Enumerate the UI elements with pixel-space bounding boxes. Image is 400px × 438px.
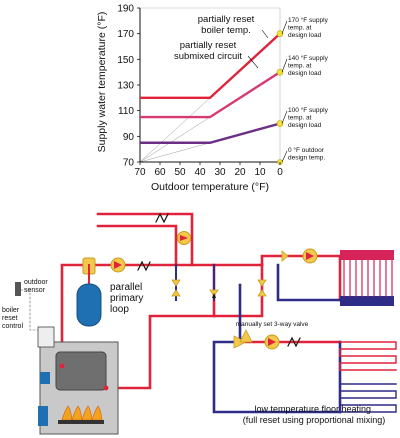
leader-outdoor: [281, 150, 288, 163]
check-valve-floor: [287, 336, 301, 348]
x-tick-label: 0: [277, 167, 283, 178]
design-point-0: [276, 30, 284, 37]
y-tick-label: 170: [117, 29, 134, 40]
floor-return: [212, 340, 342, 414]
radiator-supply: [260, 254, 342, 267]
leader-140: [281, 58, 288, 73]
outdoor-sensor: [15, 282, 21, 296]
x-tick-label: 30: [214, 167, 226, 178]
valve-4: [257, 279, 267, 287]
burner-flames: [61, 405, 103, 421]
reset-curves: [140, 30, 284, 165]
upper-branch-return: [96, 212, 194, 267]
expansion-tank: [76, 283, 102, 327]
reset-curve-chart: Supply water temperature (°F) Outdoor te…: [96, 4, 329, 194]
sensor-wire: [20, 289, 39, 331]
circulator-pump-boiler: [110, 257, 126, 273]
valve-1: [171, 279, 181, 287]
reset-control-label: boiler reset control: [2, 307, 23, 330]
y-tick-label: 190: [117, 4, 134, 15]
y-tick-label: 110: [118, 106, 134, 117]
circulator-pump-branch: [177, 231, 191, 245]
diagram-labels: outdoor sensor boiler reset control para…: [2, 279, 385, 425]
primary-loop-label: parallel primary loop: [110, 282, 146, 315]
check-valve-branch: [155, 212, 169, 224]
isolation-valves: [171, 250, 289, 297]
valve-2: [171, 289, 181, 297]
circulator-pump-radiators: [302, 248, 318, 264]
boiler-supply-pipe: [60, 263, 264, 368]
supply-piping: [60, 212, 342, 390]
floor-heating-label: low temperature floor heating (full rese…: [243, 404, 386, 425]
y-tick-label: 90: [123, 132, 135, 143]
x-axis-label: Outdoor temperature (°F): [151, 181, 269, 193]
x-tick-label: 70: [134, 167, 146, 178]
valve-5: [257, 289, 267, 297]
valve-6: [281, 250, 289, 262]
leader-submixed: [247, 55, 259, 69]
design-point-2: [276, 120, 284, 127]
boiler-flue-damper: [40, 372, 50, 384]
y-tick-label: 130: [117, 81, 134, 92]
circulator-pump-floor: [264, 334, 280, 350]
design-point-1: [276, 68, 284, 76]
piping-diagram: [15, 212, 397, 435]
check-valve-boiler: [137, 260, 151, 272]
y-tick-label: 150: [117, 55, 134, 66]
flow-arrow: [212, 293, 216, 298]
boiler: [38, 341, 119, 435]
y-axis-label: Supply water temperature (°F): [96, 12, 108, 153]
x-tick-label: 40: [194, 167, 206, 178]
x-tick-label: 20: [234, 167, 246, 178]
reset-curve-1: [140, 71, 281, 119]
outdoor-sensor-label: outdoor sensor: [24, 279, 50, 294]
burner-bar: [58, 420, 104, 424]
leader-boiler: [261, 29, 269, 39]
leader-170: [281, 20, 288, 34]
boiler-supply-port: [59, 363, 65, 369]
radiator-return: [276, 263, 342, 302]
three-way-mixing-valve: [233, 329, 253, 349]
x-tick-label: 50: [174, 167, 186, 178]
x-tick-label: 10: [254, 167, 266, 178]
floor-heating-coils: [339, 341, 397, 413]
mixing-valve-label: manually set 3-way valve: [236, 321, 309, 328]
tick-labels: 70 90 110 130 150 170 190 70 60 50 40 30 20 10 0: [117, 4, 283, 179]
boiler-blower: [38, 406, 48, 426]
boiler-return-pipe: [116, 263, 264, 390]
boiler-heat-exchanger: [55, 351, 107, 391]
y-tick-label: 70: [123, 158, 135, 169]
boiler-reset-control: [37, 326, 55, 348]
leader-100: [281, 110, 288, 124]
upper-branch-supply: [96, 224, 178, 267]
reset-curve-0: [140, 32, 281, 100]
x-tick-label: 60: [154, 167, 166, 178]
radiator-bank: [340, 250, 394, 306]
reset-curve-2: [140, 122, 281, 144]
boiler-return-port: [103, 385, 109, 391]
